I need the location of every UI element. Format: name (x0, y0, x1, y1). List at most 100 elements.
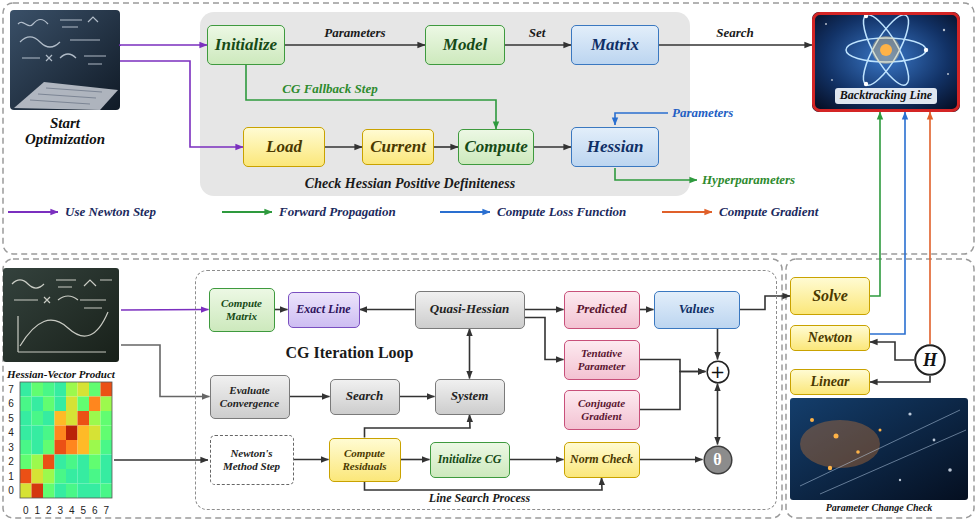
axis-tick-label: 7 (103, 505, 109, 516)
node-label: Newton's Method Step (216, 447, 287, 471)
connector-arrow (505, 44, 571, 46)
connector-arrow (717, 384, 719, 445)
panel-title: CG Iteration Loop (286, 344, 414, 362)
connector-arrow (929, 112, 931, 344)
heatmap-cell (78, 484, 90, 499)
process-box: Matrix (571, 25, 659, 65)
node-label: Compute (465, 138, 528, 157)
heatmap-cell (78, 397, 90, 412)
heatmap-cell (78, 426, 90, 441)
illustration-node: Hessian-Vector Product (1, 268, 121, 382)
node-label: Hessian (587, 138, 644, 157)
heatmap-cell (89, 440, 101, 455)
heatmap-cell (32, 469, 44, 484)
node-label: Values (679, 302, 714, 316)
node-label: Linear (811, 374, 850, 389)
heatmap-cell (78, 411, 90, 426)
connector-arrow (640, 372, 706, 410)
connector-arrow (870, 376, 930, 382)
image-caption: Hessian-Vector Product (7, 368, 115, 380)
circle-shape (707, 361, 729, 383)
connector-arrow (246, 65, 496, 129)
heatmap-cell (66, 382, 78, 397)
node-label: Tentative Parameter (570, 347, 633, 371)
heatmap-cell (43, 440, 55, 455)
legend-entry: Compute Gradient (662, 204, 818, 220)
process-box: Values (654, 291, 740, 329)
node-label: Model (443, 36, 487, 55)
heatmap-cell (32, 440, 44, 455)
panel-title: Check Hessian Positive Definiteness (305, 176, 515, 191)
legend-entry: Use Newton Step (8, 204, 156, 220)
legend-text: Use Newton Step (65, 205, 156, 219)
connector-arrow (717, 329, 719, 360)
heatmap-cell (43, 382, 55, 397)
process-box: System (435, 379, 505, 415)
legend-line (662, 211, 712, 213)
node-label: Evaluate Convergence (216, 384, 283, 408)
axis-tick-label: 1 (34, 505, 40, 516)
heatmap-cell (66, 440, 78, 455)
process-box: Solve (790, 277, 870, 315)
group-panel: Check Hessian Positive Definiteness Initi… (200, 12, 690, 196)
node-label: Initialize (215, 36, 277, 55)
heatmap-cell (32, 426, 44, 441)
axis-tick-label: 4 (69, 505, 75, 516)
heatmap-cell (32, 397, 44, 412)
process-box: Tentative Parameter (564, 340, 640, 380)
right-outer-panel (786, 259, 974, 518)
heatmap-cell (101, 426, 113, 441)
process-box: Compute Residuals (329, 438, 401, 482)
process-box: Predicted (564, 291, 640, 329)
heatmap-cell (55, 469, 67, 484)
connector-arrow (740, 296, 791, 310)
heatmap-cell (101, 397, 113, 412)
legend-text: Compute Gradient (719, 205, 818, 219)
axis-tick-label: 2 (46, 505, 52, 516)
legend-entry: Forward Propagation (222, 204, 396, 220)
heatmap-cell (89, 411, 101, 426)
connector-arrow (365, 415, 471, 438)
heatmap-cell (66, 426, 78, 441)
illustration-node: Backtracking Line (812, 12, 960, 112)
axis-tick-label: 2 (8, 456, 14, 467)
process-box: Search (330, 379, 400, 415)
numbers-illustration (790, 398, 968, 500)
connector-arrow (325, 146, 362, 148)
node-label: Current (370, 138, 426, 157)
node-label: Exact Line (296, 303, 350, 316)
axis-tick-label: 6 (8, 398, 14, 409)
connector-arrow (640, 459, 703, 461)
image-caption: Parameter Change Check (826, 502, 933, 513)
connector-arrow (525, 309, 564, 311)
process-box: Initialize (207, 25, 285, 65)
legend-text: Forward Propagation (279, 205, 396, 219)
legend-text: Compute Loss Function (497, 205, 626, 219)
process-box: Exact Line (288, 292, 360, 328)
heatmap-cell (66, 397, 78, 412)
heatmap-cell (101, 484, 113, 499)
axis-tick-label: 1 (8, 471, 14, 482)
node-label: Matrix (591, 36, 639, 55)
image-caption: Start Optimization (10, 115, 120, 148)
heatmap-cell (55, 426, 67, 441)
heatmap-cell (20, 426, 32, 441)
edge-label: Parameters (324, 26, 385, 40)
heatmap-cell (89, 484, 101, 499)
process-box: Model (425, 25, 505, 65)
connector-arrow (640, 309, 654, 311)
connector-arrow (294, 459, 329, 461)
connector-arrow (360, 309, 415, 311)
connector-arrow (400, 396, 435, 398)
circle-shape (915, 345, 945, 375)
heatmap-cell (101, 469, 113, 484)
process-box: Newton (790, 325, 870, 351)
heatmap-cell (78, 469, 90, 484)
legend-line (222, 211, 272, 213)
heatmap-cell (55, 382, 67, 397)
heatmap-cell (32, 455, 44, 470)
parameters-leader (615, 113, 668, 125)
heatmap-cell (89, 455, 101, 470)
heatmap-cell (101, 455, 113, 470)
